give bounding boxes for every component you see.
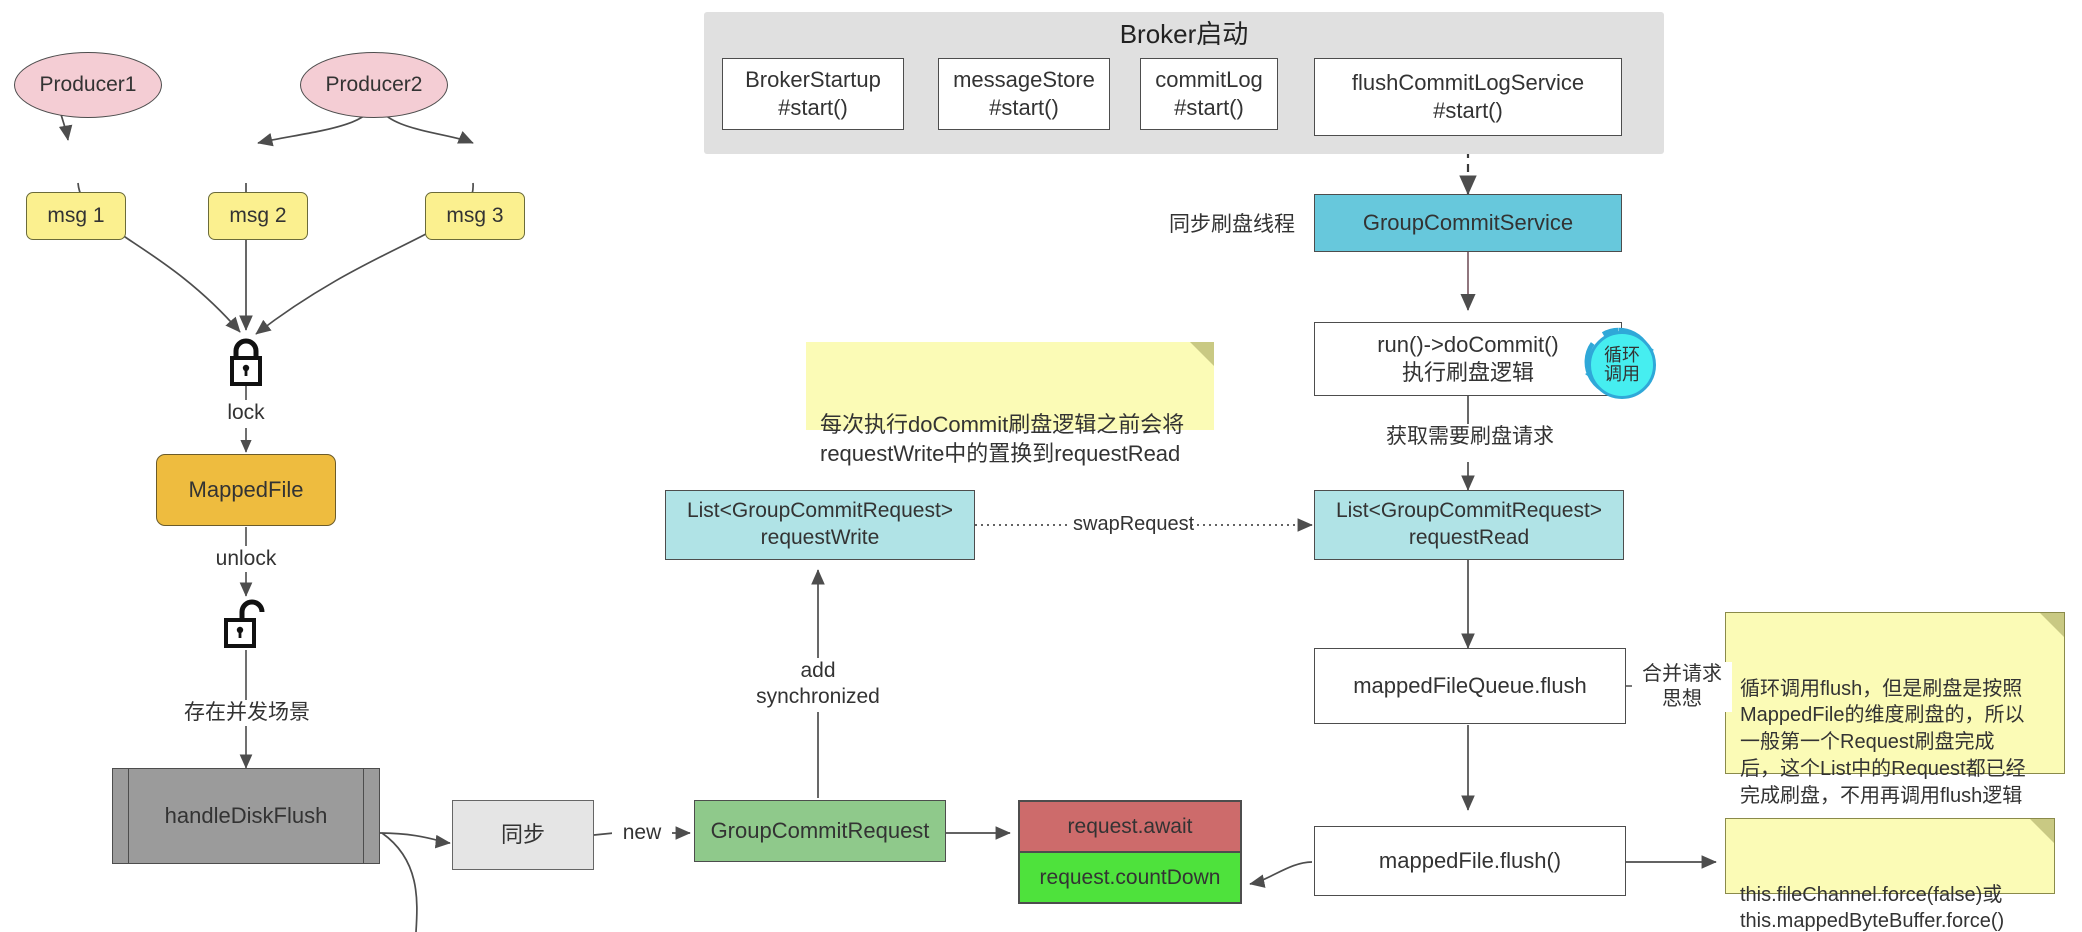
hdf-label: handleDiskFlush bbox=[164, 803, 328, 828]
edge-label-new: new bbox=[612, 820, 672, 847]
node-flush-commit-log-service[interactable]: flushCommitLogService #start() bbox=[1314, 58, 1622, 136]
node-handle-disk-flush[interactable]: handleDiskFlush bbox=[112, 768, 380, 864]
note-force: this.fileChannel.force(false)或 this.mapp… bbox=[1725, 818, 2055, 932]
note-dogear-icon bbox=[2030, 819, 2054, 843]
node-producer2[interactable]: Producer2 bbox=[300, 52, 448, 118]
edge-label-lock: lock bbox=[206, 400, 286, 427]
note-flush-loop: 循环调用flush，但是刷盘是按照 MappedFile的维度刷盘的，所以 一般… bbox=[1725, 612, 2065, 807]
node-request-read[interactable]: List<GroupCommitRequest> requestRead bbox=[1314, 490, 1624, 560]
node-mapped-file[interactable]: MappedFile bbox=[156, 454, 336, 526]
note-dogear-icon bbox=[1190, 342, 1214, 366]
node-msg-2[interactable]: msg 2 bbox=[208, 192, 308, 240]
note-swap-request-text: 每次执行doCommit刷盘逻辑之前会将 requestWrite中的置换到re… bbox=[820, 411, 1185, 467]
node-message-store[interactable]: messageStore #start() bbox=[938, 58, 1110, 130]
node-group-commit-service[interactable]: GroupCommitService bbox=[1314, 194, 1622, 252]
edge-label-add-synchronized: add synchronized bbox=[738, 658, 898, 711]
node-mapped-file-flush[interactable]: mappedFile.flush() bbox=[1314, 826, 1626, 896]
node-request-await[interactable]: request.await bbox=[1019, 801, 1241, 852]
label-sync-flush-thread: 同步刷盘线程 bbox=[1169, 213, 1295, 236]
loop-call-badge: 循环 调用 bbox=[1588, 331, 1656, 399]
note-force-text: this.fileChannel.force(false)或 this.mapp… bbox=[1740, 883, 2005, 932]
node-commit-log[interactable]: commitLog #start() bbox=[1140, 58, 1278, 130]
note-swap-request: 每次执行doCommit刷盘逻辑之前会将 requestWrite中的置换到re… bbox=[806, 342, 1214, 466]
node-producer1[interactable]: Producer1 bbox=[14, 52, 162, 118]
node-msg-1[interactable]: msg 1 bbox=[26, 192, 126, 240]
node-run-do-commit[interactable]: run()->doCommit() 执行刷盘逻辑 bbox=[1314, 322, 1622, 396]
node-request-write[interactable]: List<GroupCommitRequest> requestWrite bbox=[665, 490, 975, 560]
node-group-commit-request[interactable]: GroupCommitRequest bbox=[694, 800, 946, 862]
edge-label-fetch-flush-request: 获取需要刷盘请求 bbox=[1340, 424, 1600, 451]
edge-label-unlock: unlock bbox=[198, 546, 294, 573]
lock-open-icon bbox=[218, 594, 270, 650]
note-dogear-icon bbox=[2040, 613, 2064, 637]
lock-closed-icon bbox=[222, 336, 270, 388]
note-flush-loop-text: 循环调用flush，但是刷盘是按照 MappedFile的维度刷盘的，所以 一般… bbox=[1740, 677, 2026, 807]
broker-startup-title: Broker启动 bbox=[1119, 19, 1249, 49]
hdf-right-bar bbox=[363, 769, 379, 863]
node-sync[interactable]: 同步 bbox=[452, 800, 594, 870]
hdf-left-bar bbox=[113, 769, 129, 863]
node-request-await-countdown[interactable]: request.await request.countDown bbox=[1018, 800, 1242, 904]
node-msg-3[interactable]: msg 3 bbox=[425, 192, 525, 240]
edge-label-concurrent: 存在并发场景 bbox=[164, 700, 330, 727]
edge-label-swap-request: swapRequest bbox=[1070, 512, 1194, 537]
node-broker-startup[interactable]: BrokerStartup #start() bbox=[722, 58, 904, 130]
edge-label-merge-request-idea: 合并请求 思想 bbox=[1632, 662, 1732, 712]
node-mapped-file-queue-flush[interactable]: mappedFileQueue.flush bbox=[1314, 648, 1626, 724]
node-request-countdown[interactable]: request.countDown bbox=[1019, 852, 1241, 903]
